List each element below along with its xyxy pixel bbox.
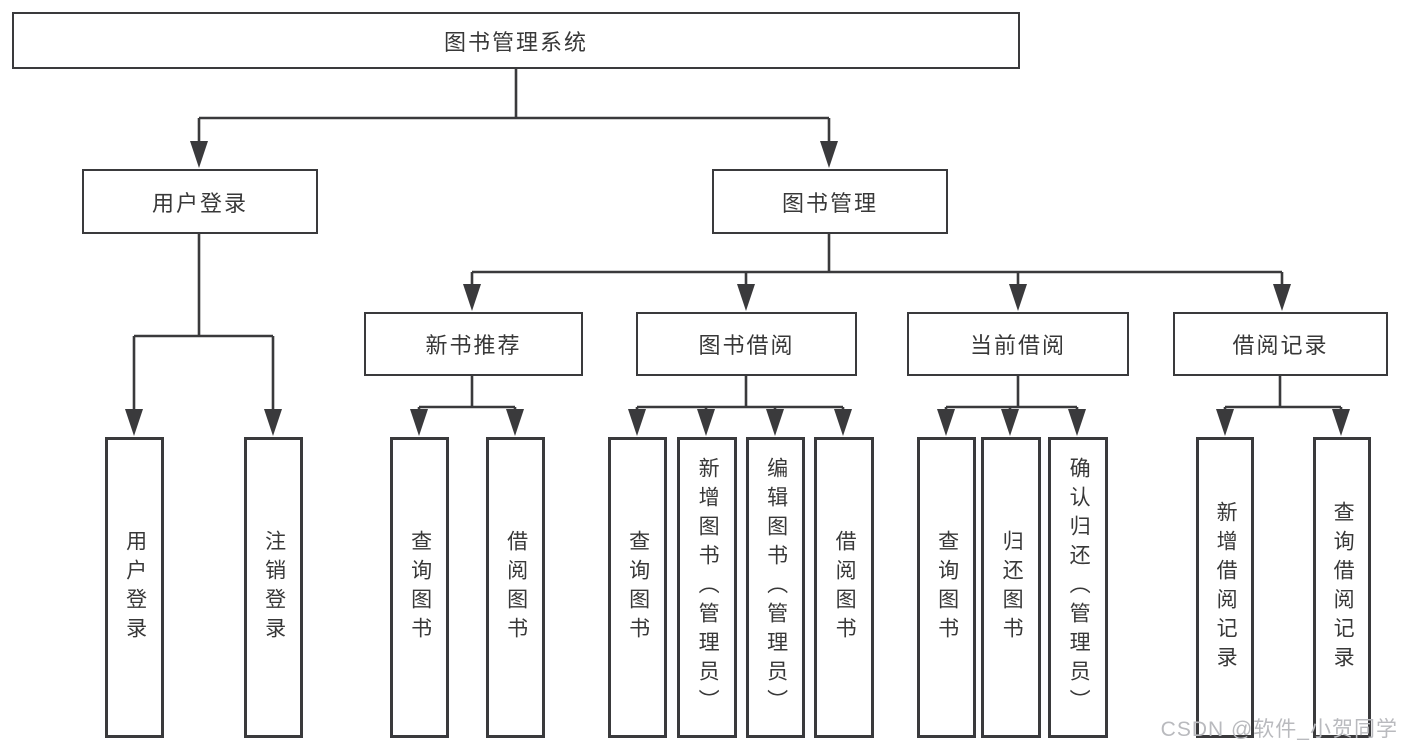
connector-current-borrow-children <box>937 375 1086 436</box>
leaf-label: 查询图书 <box>626 529 650 646</box>
csdn-watermark: CSDN @软件_小贺同学 <box>1160 718 1398 741</box>
leaf-borrow-borrow-books: 借阅图书 <box>814 437 874 738</box>
connector-user-login-children <box>125 233 282 436</box>
leaf-label: 查询图书 <box>408 529 432 646</box>
node-book-borrow: 图书借阅 <box>636 312 857 376</box>
leaf-label: 查询图书 <box>935 529 959 646</box>
leaf-records-add-record: 新增借阅记录 <box>1196 437 1254 738</box>
node-current-borrow: 当前借阅 <box>907 312 1129 376</box>
leaf-label: 借阅图书 <box>833 529 857 646</box>
connector-new-book-children <box>410 375 524 436</box>
node-new-book-recommend: 新书推荐 <box>364 312 583 376</box>
leaf-label: 确认归还（管理员） <box>1067 457 1091 718</box>
leaf-label: 编辑图书（管理员） <box>764 457 788 718</box>
leaf-borrow-edit-books-admin: 编辑图书（管理员） <box>746 437 805 738</box>
leaf-label: 新增借阅记录 <box>1214 500 1238 675</box>
leaf-records-query-record: 查询借阅记录 <box>1313 437 1371 738</box>
leaf-borrow-query-books: 查询图书 <box>608 437 667 738</box>
leaf-current-query-books: 查询图书 <box>917 437 976 738</box>
leaf-label: 查询借阅记录 <box>1331 500 1355 675</box>
leaf-logout: 注销登录 <box>244 437 303 738</box>
connector-borrow-records-children <box>1216 375 1350 436</box>
leaf-label: 注销登录 <box>262 529 286 646</box>
leaf-newbook-query-books: 查询图书 <box>390 437 449 738</box>
node-book-management: 图书管理 <box>712 169 948 234</box>
node-borrow-records: 借阅记录 <box>1173 312 1388 376</box>
leaf-label: 借阅图书 <box>504 529 528 646</box>
leaf-user-login: 用户登录 <box>105 437 164 738</box>
connector-book-borrow-children <box>628 375 852 436</box>
leaf-label: 归还图书 <box>1000 529 1024 646</box>
leaf-label: 新增图书（管理员） <box>696 457 720 718</box>
node-root-system: 图书管理系统 <box>12 12 1020 69</box>
leaf-borrow-add-books-admin: 新增图书（管理员） <box>677 437 737 738</box>
connector-book-management-children <box>463 233 1291 311</box>
node-user-login: 用户登录 <box>82 169 318 234</box>
leaf-current-confirm-return-admin: 确认归还（管理员） <box>1048 437 1108 738</box>
leaf-current-return-books: 归还图书 <box>981 437 1041 738</box>
connector-root-to-level2 <box>190 68 838 168</box>
leaf-label: 用户登录 <box>123 529 147 646</box>
leaf-newbook-borrow-books: 借阅图书 <box>486 437 545 738</box>
